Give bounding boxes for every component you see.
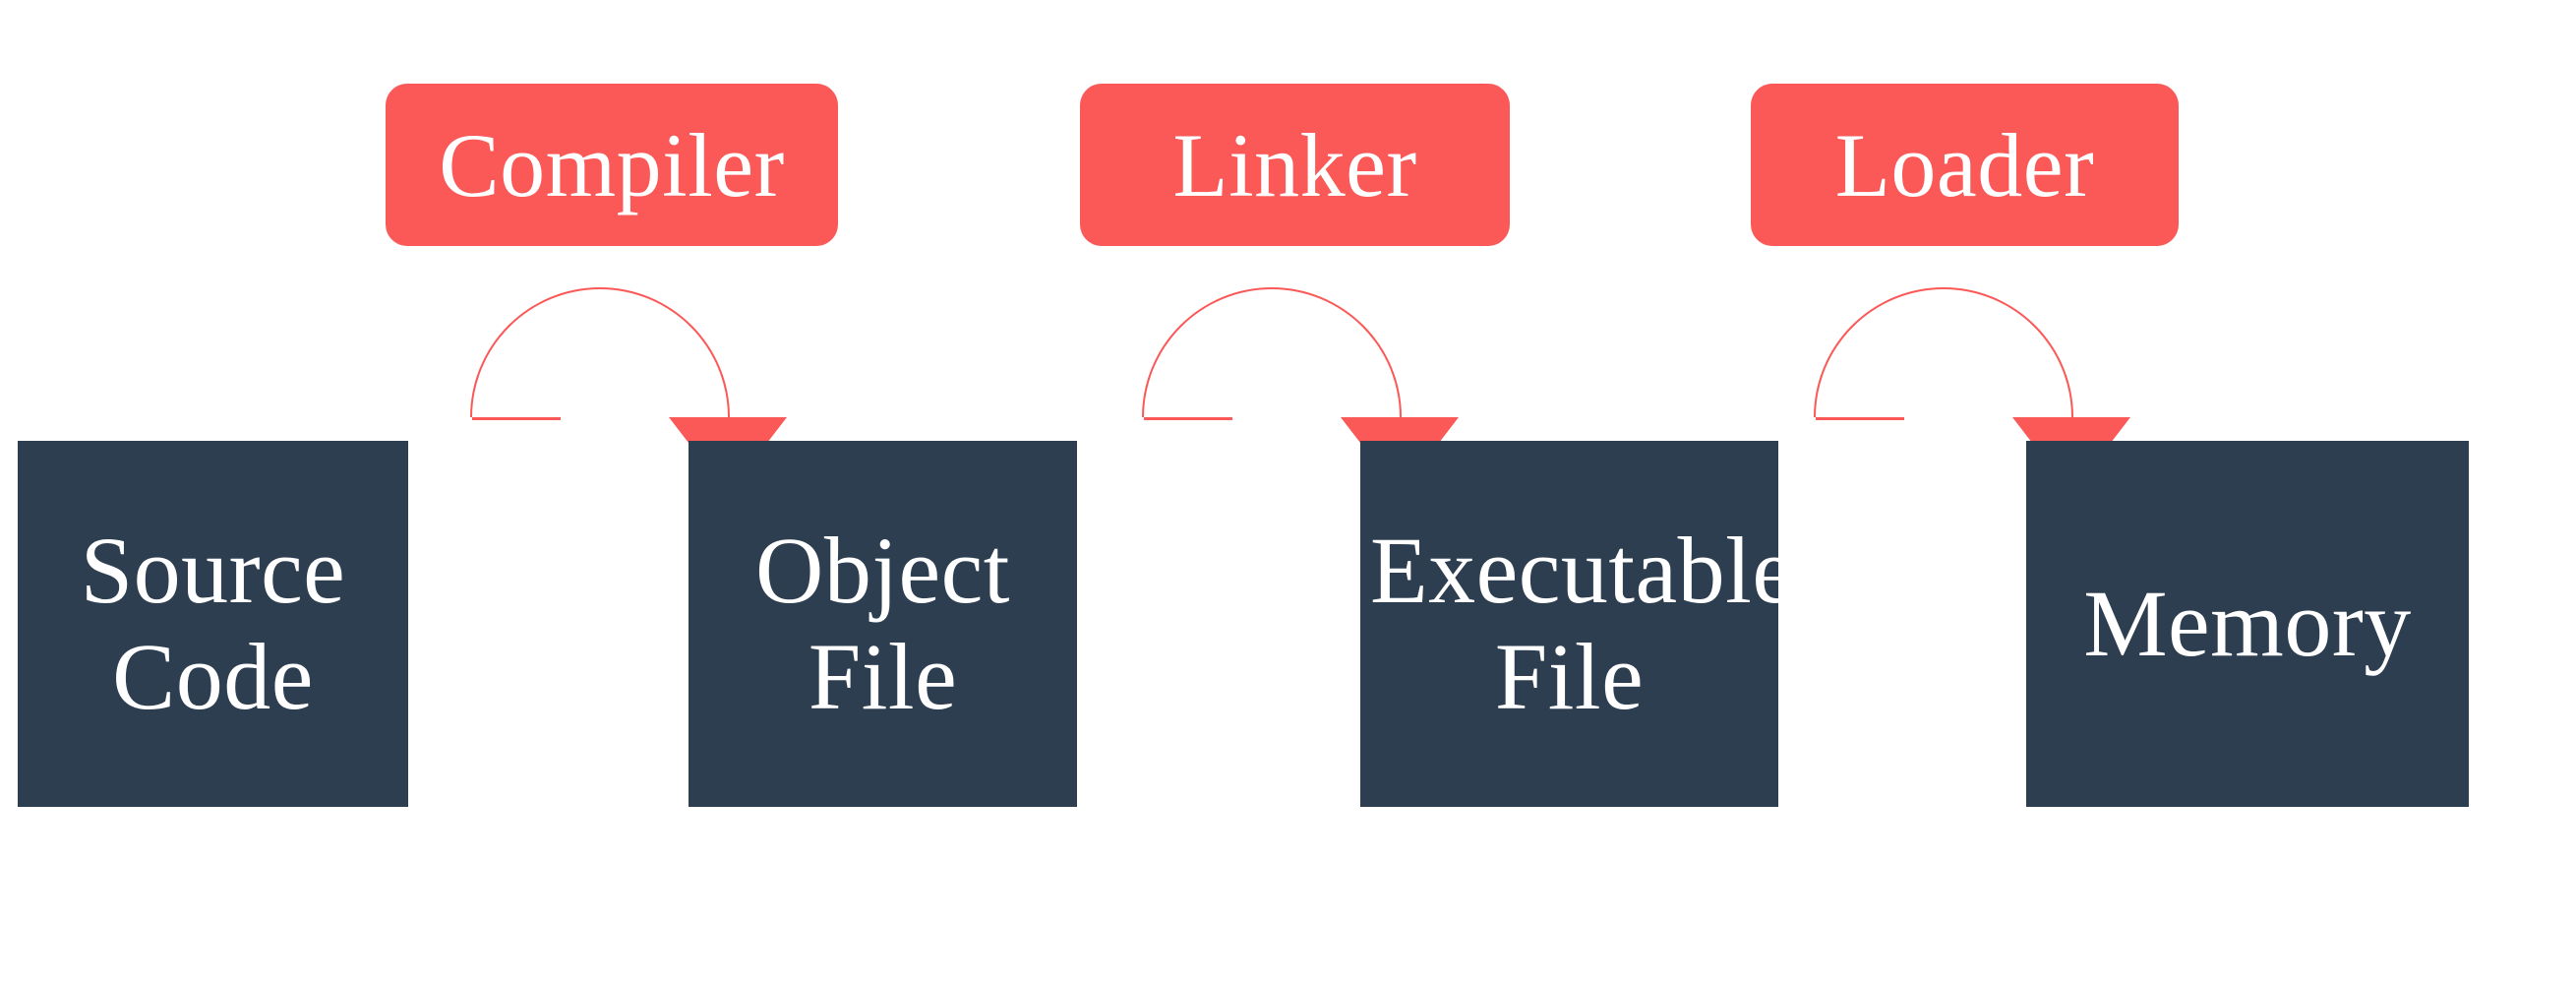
stage-box-memory-label: Memory	[2083, 571, 2412, 677]
step-pill-linker[interactable]: Linker	[1080, 84, 1510, 246]
step-pill-loader-label: Loader	[1834, 114, 2095, 215]
stage-box-source-code-label: Source Code	[80, 518, 346, 729]
stage-box-executable-file-label: Executable File	[1370, 518, 1795, 729]
step-pill-compiler[interactable]: Compiler	[386, 84, 838, 246]
step-pill-linker-label: Linker	[1172, 114, 1417, 215]
stage-box-object-file[interactable]: Object File	[689, 441, 1077, 807]
step-pill-loader[interactable]: Loader	[1751, 84, 2179, 246]
stage-box-source-code[interactable]: Source Code	[18, 441, 408, 807]
step-pill-compiler-label: Compiler	[439, 114, 785, 215]
stage-box-memory[interactable]: Memory	[2026, 441, 2469, 807]
stage-box-executable-file[interactable]: Executable File	[1360, 441, 1795, 807]
stage-box-object-file-label: Object File	[755, 518, 1010, 729]
